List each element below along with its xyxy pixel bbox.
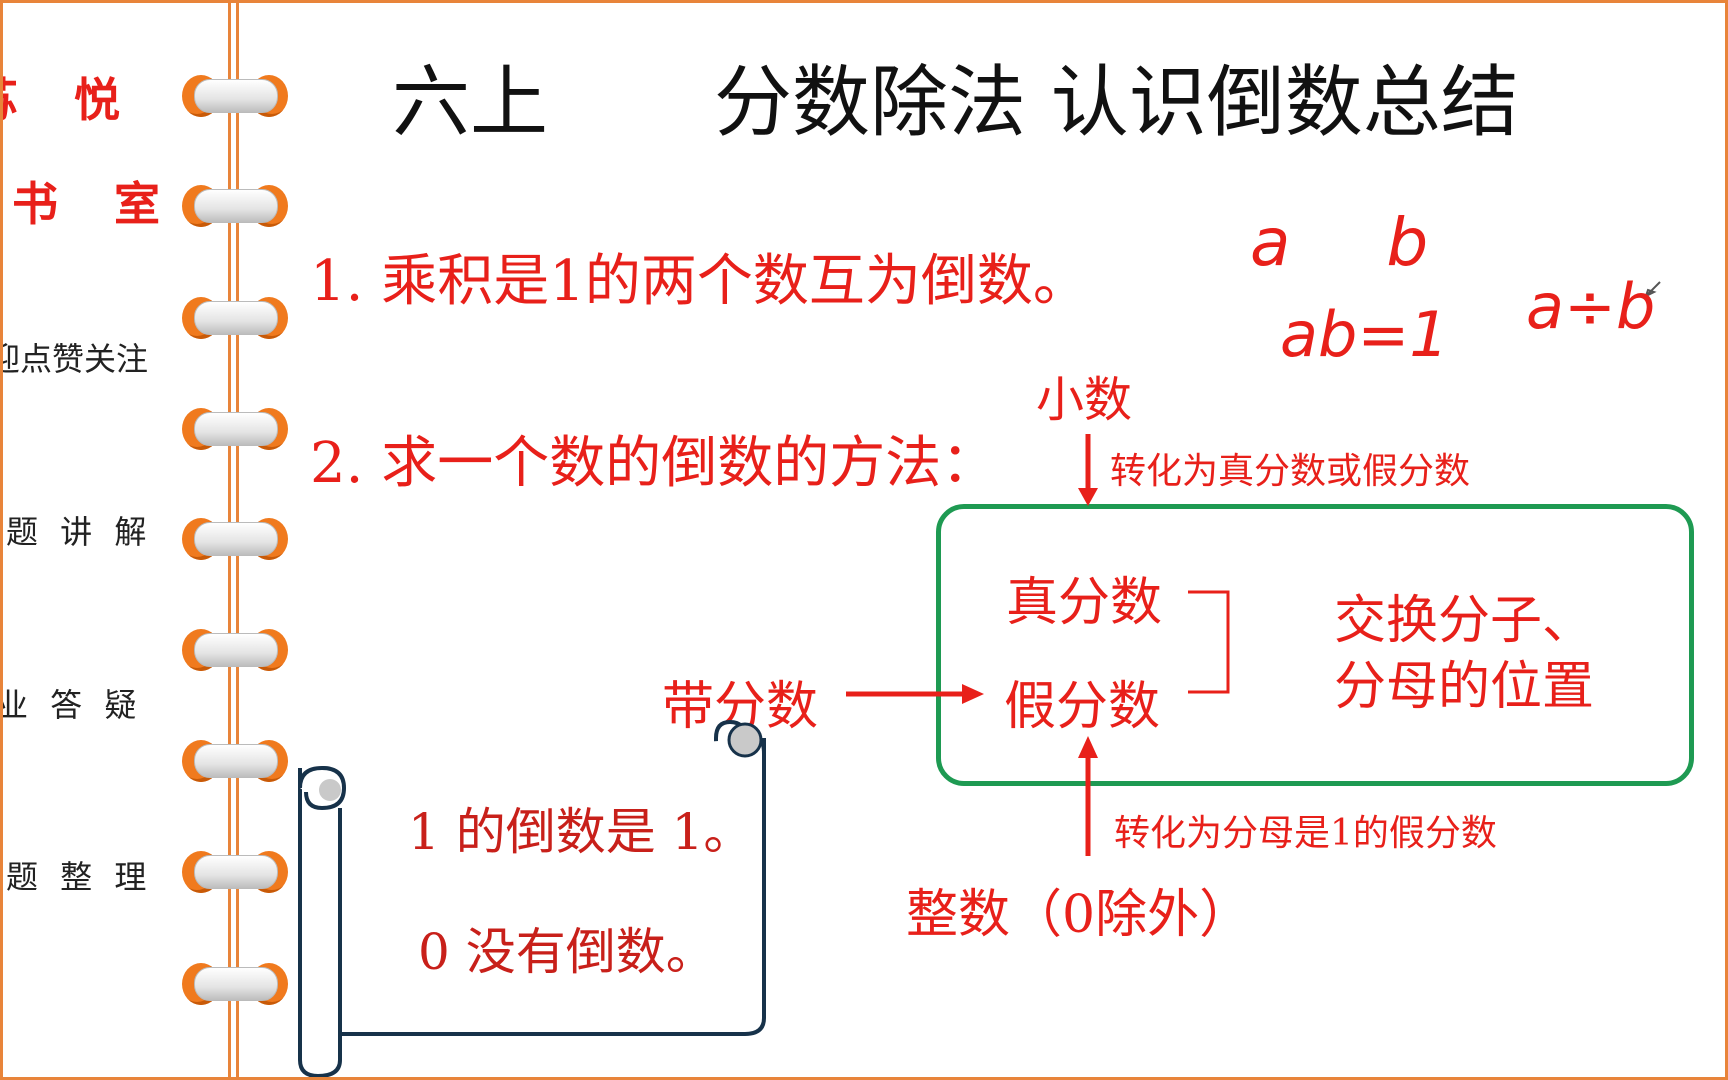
binder-ring-icon [182, 183, 288, 229]
sidebar-item-explain[interactable]: 题 讲 解 [6, 513, 153, 551]
label-swap-2: 分母的位置 [1334, 657, 1595, 717]
handwriting-division: a÷b [1526, 270, 1656, 343]
point-1: 1. 乘积是1的两个数互为倒数。 [310, 249, 1089, 314]
scroll-line-2: 0 没有倒数。 [418, 923, 716, 981]
label-improper-fraction: 假分数 [1004, 677, 1161, 737]
sidebar-title-line2: 书 室 [12, 177, 181, 231]
binder-ring-icon [182, 738, 288, 784]
label-integer: 整数（0除外） [906, 885, 1252, 945]
point-2: 2. 求一个数的倒数的方法： [310, 431, 998, 496]
handwriting-ab: a b [1250, 204, 1447, 281]
handwriting-product: ab=1 [1280, 298, 1449, 371]
binder-ring-icon [182, 627, 288, 673]
sidebar-title-line1: 苏 悦 [0, 73, 141, 127]
scroll-line-1: 1 的倒数是 1。 [408, 803, 754, 861]
page-title: 分数除法 认识倒数总结 [714, 58, 1519, 148]
sidebar-item-answer[interactable]: 业 答 疑 [0, 686, 143, 724]
pen-cursor-icon [1644, 281, 1661, 298]
note-integer: 转化为分母是1的假分数 [1114, 813, 1497, 854]
scroll-banner [298, 719, 766, 1079]
binder-ring-icon [182, 406, 288, 452]
sidebar-item-organize[interactable]: 题 整 理 [6, 858, 153, 896]
binder-ring-icon [182, 961, 288, 1007]
binder-ring-icon [182, 849, 288, 895]
note-to-fraction: 转化为真分数或假分数 [1110, 451, 1471, 492]
label-swap-1: 交换分子、 [1334, 591, 1595, 651]
sidebar-item-follow[interactable]: 迎点赞关注 [0, 340, 149, 378]
method-box [936, 504, 1694, 786]
label-proper-fraction: 真分数 [1006, 573, 1163, 633]
label-decimal: 小数 [1036, 372, 1133, 428]
binder-ring-icon [182, 73, 288, 119]
binder-ring-icon [182, 295, 288, 341]
binder-ring-icon [182, 516, 288, 562]
title-grade: 六上 [392, 58, 549, 148]
